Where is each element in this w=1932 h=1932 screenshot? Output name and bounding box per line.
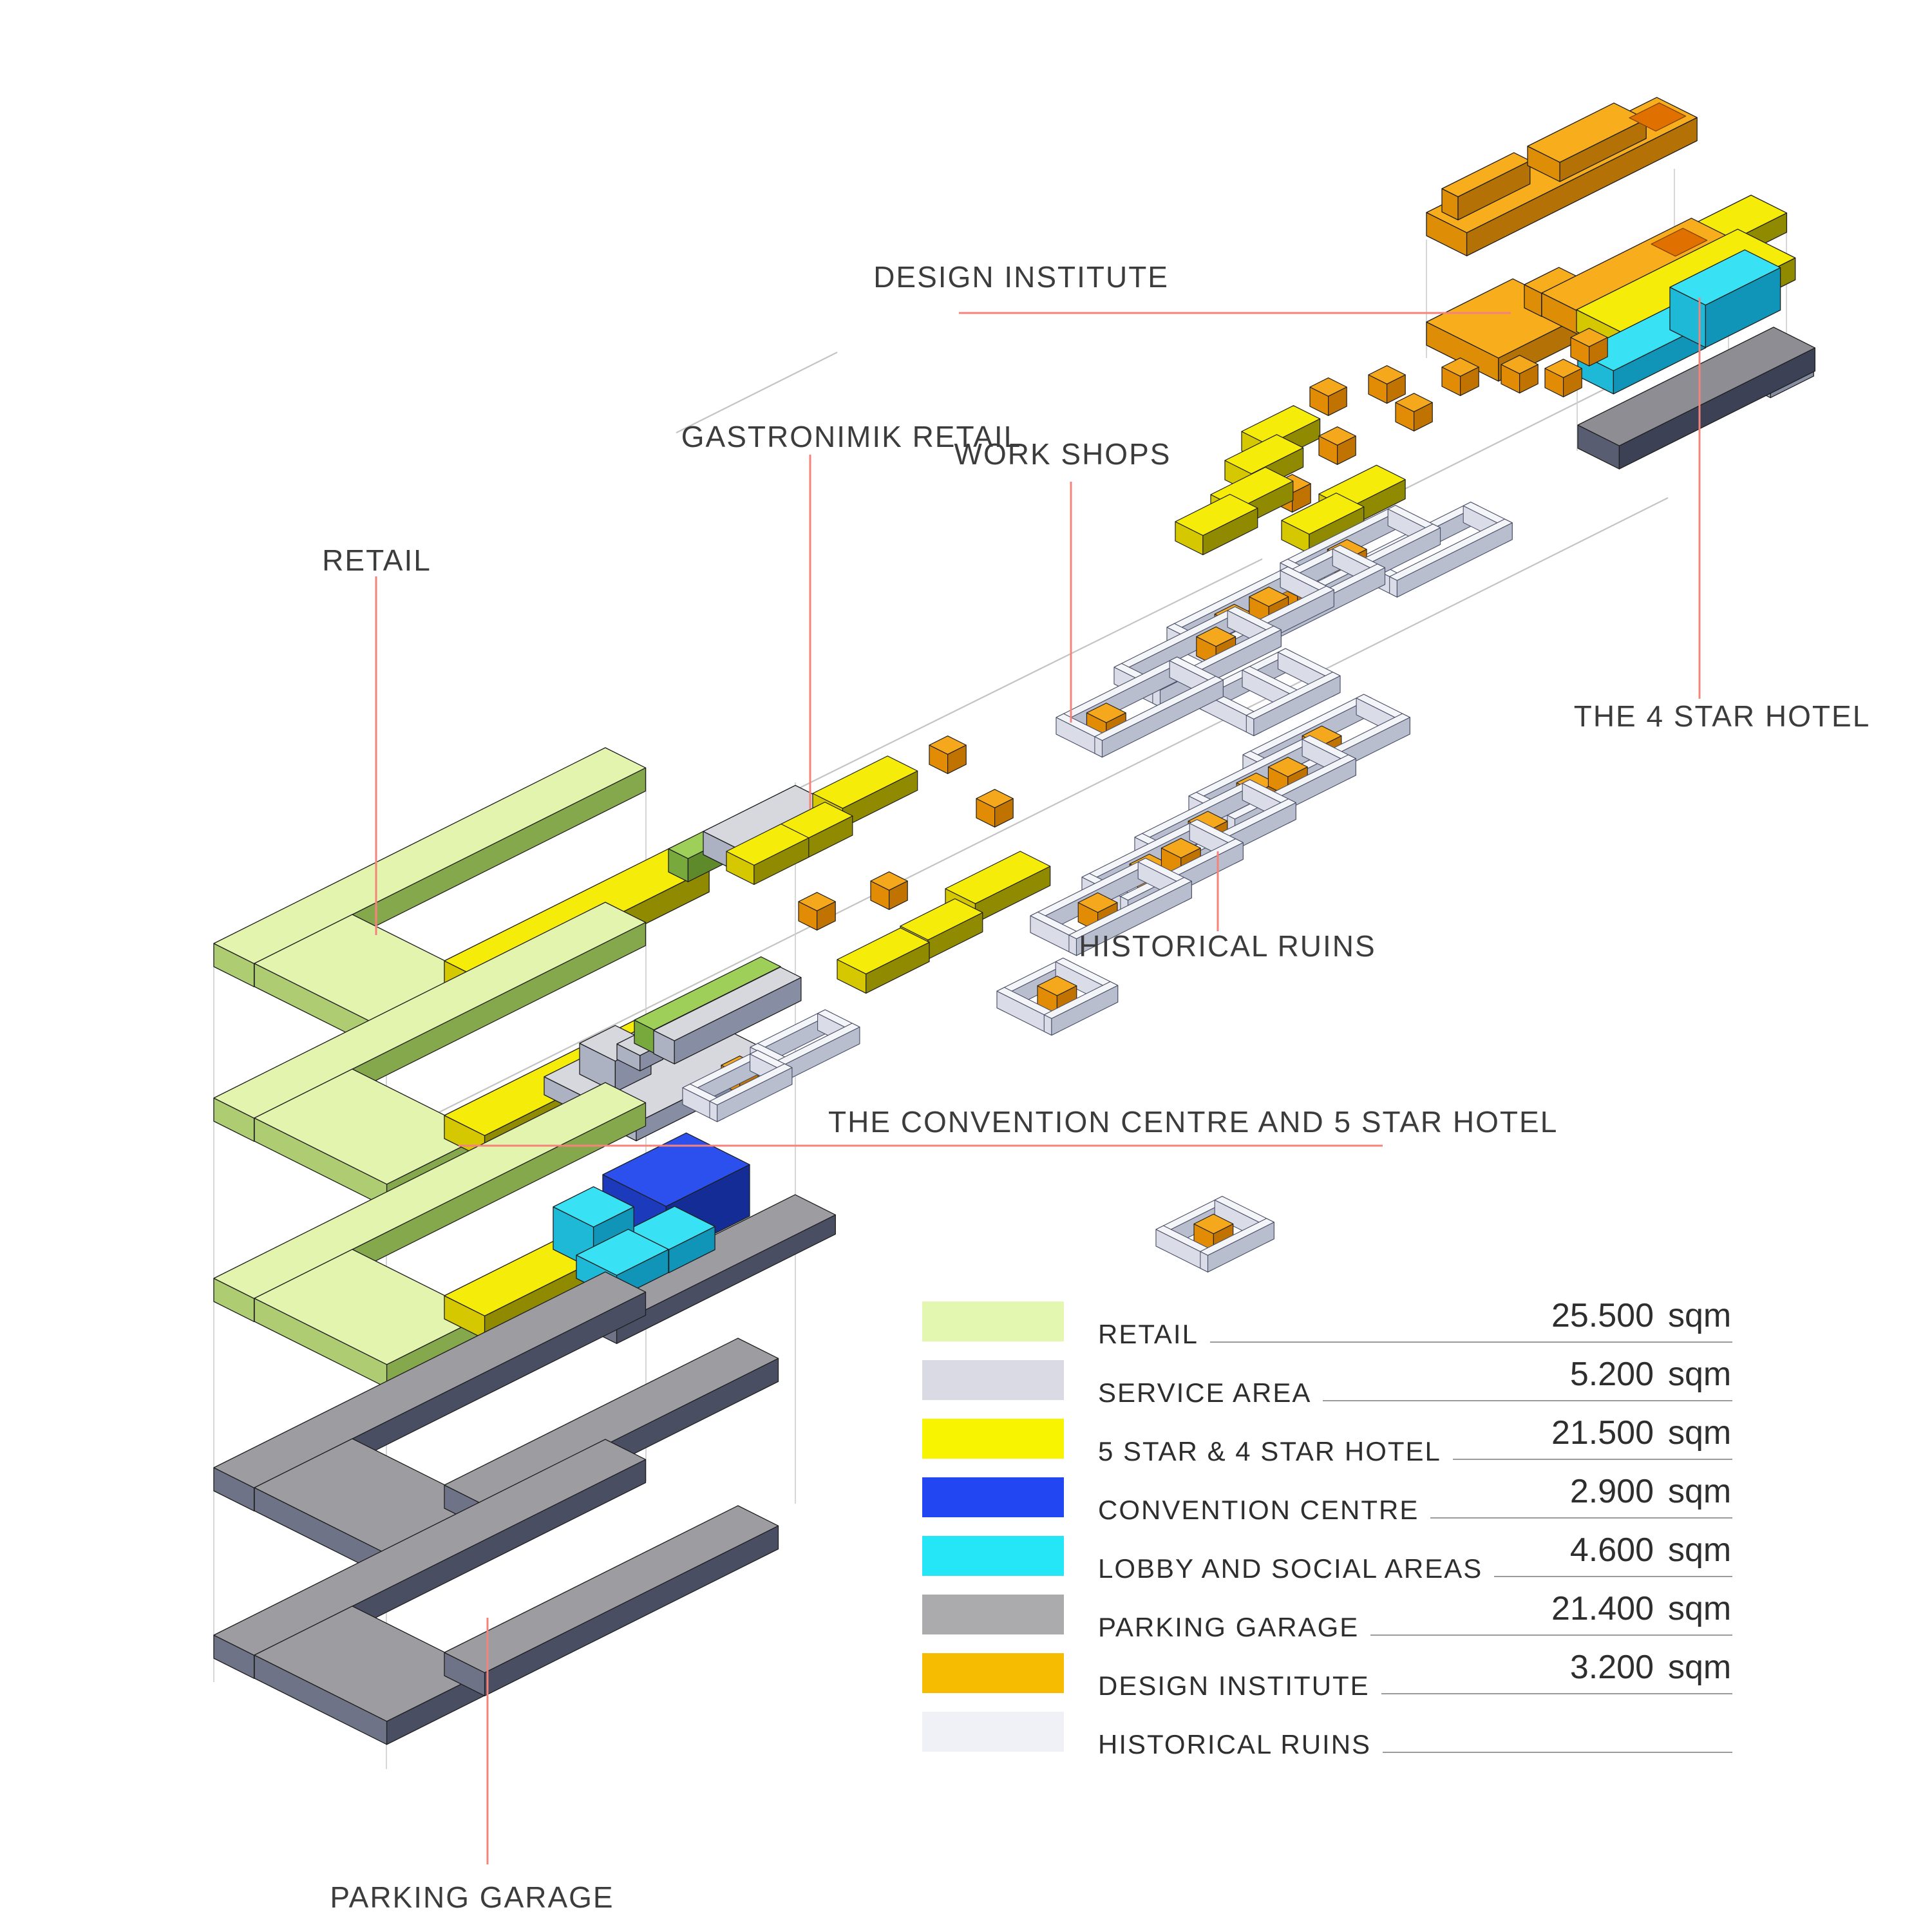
- legend-value: 25.500 sqm: [1512, 1296, 1732, 1335]
- legend-row-retail: RETAIL 25.500 sqm: [922, 1297, 1732, 1349]
- legend-label: LOBBY AND SOCIAL AREAS: [1098, 1553, 1495, 1584]
- legend-swatch: [922, 1477, 1064, 1517]
- legend-row-5-star-4-star-hotel: 5 STAR & 4 STAR HOTEL 21.500 sqm: [922, 1414, 1732, 1466]
- legend-value-unit: sqm: [1668, 1473, 1732, 1510]
- legend-row-parking-garage: PARKING GARAGE 21.400 sqm: [922, 1590, 1732, 1642]
- label-gastronimik-retail: GASTRONIMIK RETAIL: [681, 420, 1022, 453]
- legend-swatch: [922, 1360, 1064, 1400]
- legend-value-unit: sqm: [1668, 1414, 1732, 1452]
- legend-value-unit: sqm: [1668, 1531, 1732, 1569]
- legend-value: 3.200 sqm: [1512, 1648, 1732, 1687]
- label-retail: RETAIL: [322, 544, 431, 577]
- label-the-4-star-hotel: THE 4 STAR HOTEL: [1573, 699, 1871, 733]
- legend-rule: [1115, 1400, 1732, 1401]
- legend-rule: [1115, 1752, 1732, 1753]
- legend-rule: [1115, 1341, 1732, 1343]
- label-parking-garage: PARKING GARAGE: [330, 1880, 614, 1914]
- legend-row-convention-centre: CONVENTION CENTRE 2.900 sqm: [922, 1473, 1732, 1525]
- legend-value: 2.900 sqm: [1512, 1472, 1732, 1511]
- right-complex: [1426, 97, 1815, 469]
- legend-value: 21.400 sqm: [1512, 1589, 1732, 1628]
- legend-label: SERVICE AREA: [1098, 1378, 1323, 1408]
- legend-label: PARKING GARAGE: [1098, 1612, 1371, 1642]
- left-tower: [213, 747, 837, 1745]
- legend-swatch: [922, 1419, 1064, 1459]
- legend-value: 4.600 sqm: [1512, 1531, 1732, 1569]
- legend-row-historical-ruins: HISTORICAL RUINS: [922, 1712, 1732, 1759]
- legend-value-number: 21.400: [1551, 1590, 1654, 1627]
- legend-value-number: 5.200: [1569, 1356, 1654, 1393]
- legend-label: DESIGN INSTITUTE: [1098, 1671, 1381, 1701]
- legend-row-lobby-and-social-areas: LOBBY AND SOCIAL AREAS 4.600 sqm: [922, 1531, 1732, 1584]
- legend-rule: [1115, 1634, 1732, 1636]
- legend-value-number: 21.500: [1551, 1414, 1654, 1452]
- legend-rule: [1115, 1693, 1732, 1694]
- legend-label: 5 STAR & 4 STAR HOTEL: [1098, 1436, 1453, 1466]
- legend-label: RETAIL: [1098, 1319, 1210, 1349]
- legend-swatch: [922, 1653, 1064, 1693]
- legend-value-unit: sqm: [1668, 1297, 1732, 1334]
- legend-label: CONVENTION CENTRE: [1098, 1495, 1431, 1525]
- legend-swatch: [922, 1712, 1064, 1752]
- legend-swatch: [922, 1595, 1064, 1634]
- label-convention-centre: THE CONVENTION CENTRE AND 5 STAR HOTEL: [828, 1105, 1558, 1139]
- ruins-and-pavilions-field: [682, 328, 1608, 1273]
- legend-value-unit: sqm: [1668, 1356, 1732, 1393]
- legend-row-service-area: SERVICE AREA 5.200 sqm: [922, 1356, 1732, 1408]
- legend-row-design-institute: DESIGN INSTITUTE 3.200 sqm: [922, 1649, 1732, 1701]
- legend-value: 21.500 sqm: [1512, 1414, 1732, 1452]
- legend-value: 5.200 sqm: [1512, 1355, 1732, 1394]
- legend-swatch: [922, 1302, 1064, 1341]
- legend-value-number: 3.200: [1569, 1649, 1654, 1686]
- label-historical-ruins: HISTORICAL RUINS: [1079, 929, 1376, 963]
- legend-label: HISTORICAL RUINS: [1098, 1729, 1383, 1759]
- leader-lines: [375, 298, 1701, 1864]
- legend-value-number: 4.600: [1569, 1531, 1654, 1569]
- legend-value-number: 2.900: [1569, 1473, 1654, 1510]
- legend-swatch: [922, 1536, 1064, 1576]
- legend-value-number: 25.500: [1551, 1297, 1654, 1334]
- legend-value-unit: sqm: [1668, 1649, 1732, 1686]
- legend-value-unit: sqm: [1668, 1590, 1732, 1627]
- label-work-shops: WORK SHOPS: [954, 437, 1171, 471]
- label-design-institute: DESIGN INSTITUTE: [873, 260, 1169, 294]
